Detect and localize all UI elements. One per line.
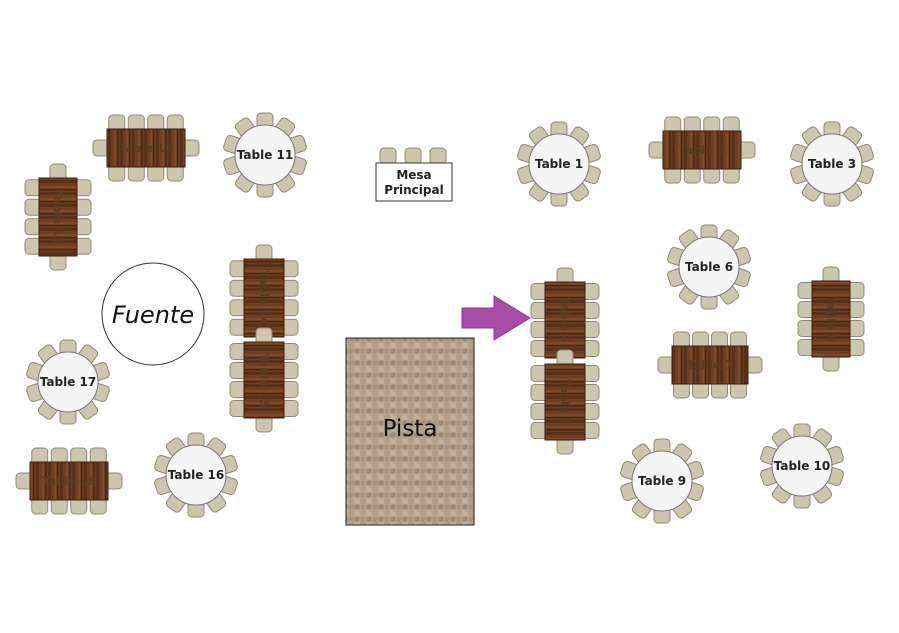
rect-table-t5: Table 5 [530, 349, 600, 455]
rect-table-t4: Table 4 [530, 267, 600, 373]
dance-floor-label: Pista [383, 416, 438, 442]
rect-table-t2: Table 2 [648, 116, 756, 184]
fountain: Fuente [101, 262, 205, 366]
rect-table-label: Table 13 [51, 190, 65, 244]
rect-table-label: Table 14 [257, 271, 271, 325]
fountain-label: Fuente [112, 301, 194, 329]
rect-table-label: Table 2 [679, 143, 725, 157]
rect-table-t14: Table 14 [229, 244, 299, 352]
round-table-label: Table 17 [40, 375, 96, 389]
rect-table-label: Table 5 [558, 379, 572, 425]
dance-floor: Pista [345, 337, 475, 526]
head-table-label-line2: Principal [384, 183, 443, 197]
round-table-t3: Table 3 [790, 121, 874, 207]
arrow-icon [461, 295, 531, 341]
rect-table-t13: Table 13 [24, 163, 92, 271]
round-table-label: Table 3 [808, 157, 856, 171]
head-table-label-line1: Mesa [396, 168, 431, 182]
round-table-t17: Table 17 [26, 339, 110, 425]
round-table-label: Table 9 [638, 474, 686, 488]
round-table-t10: Table 10 [760, 423, 844, 509]
round-table-label: Table 16 [168, 468, 224, 482]
round-table-label: Table 10 [774, 459, 830, 473]
round-table-label: Table 11 [237, 148, 293, 162]
round-table-t16: Table 16 [154, 432, 238, 518]
rect-table-t8: Table 8 [797, 266, 865, 372]
rect-table-t18: Table 18 [15, 447, 123, 515]
round-table-label: Table 1 [535, 157, 583, 171]
rect-table-t7: Table 7 [657, 331, 763, 399]
rect-table-t15: Table 15 [229, 327, 299, 433]
round-table-t6: Table 6 [667, 224, 751, 310]
round-table-t9: Table 9 [620, 438, 704, 524]
rect-table-label: Table 18 [42, 474, 96, 488]
rect-table-label: Table 15 [257, 353, 271, 407]
rect-table-label: Table 8 [824, 296, 838, 342]
round-table-label: Table 6 [685, 260, 733, 274]
rect-table-label: Table 12 [119, 141, 173, 155]
rect-table-label: Table 7 [687, 358, 733, 372]
round-table-t1: Table 1 [517, 121, 601, 207]
rect-table-t12: Table 12 [92, 114, 200, 182]
head-table: Mesa Principal [375, 147, 453, 202]
round-table-t11: Table 11 [223, 112, 307, 198]
rect-table-label: Table 4 [558, 297, 572, 343]
